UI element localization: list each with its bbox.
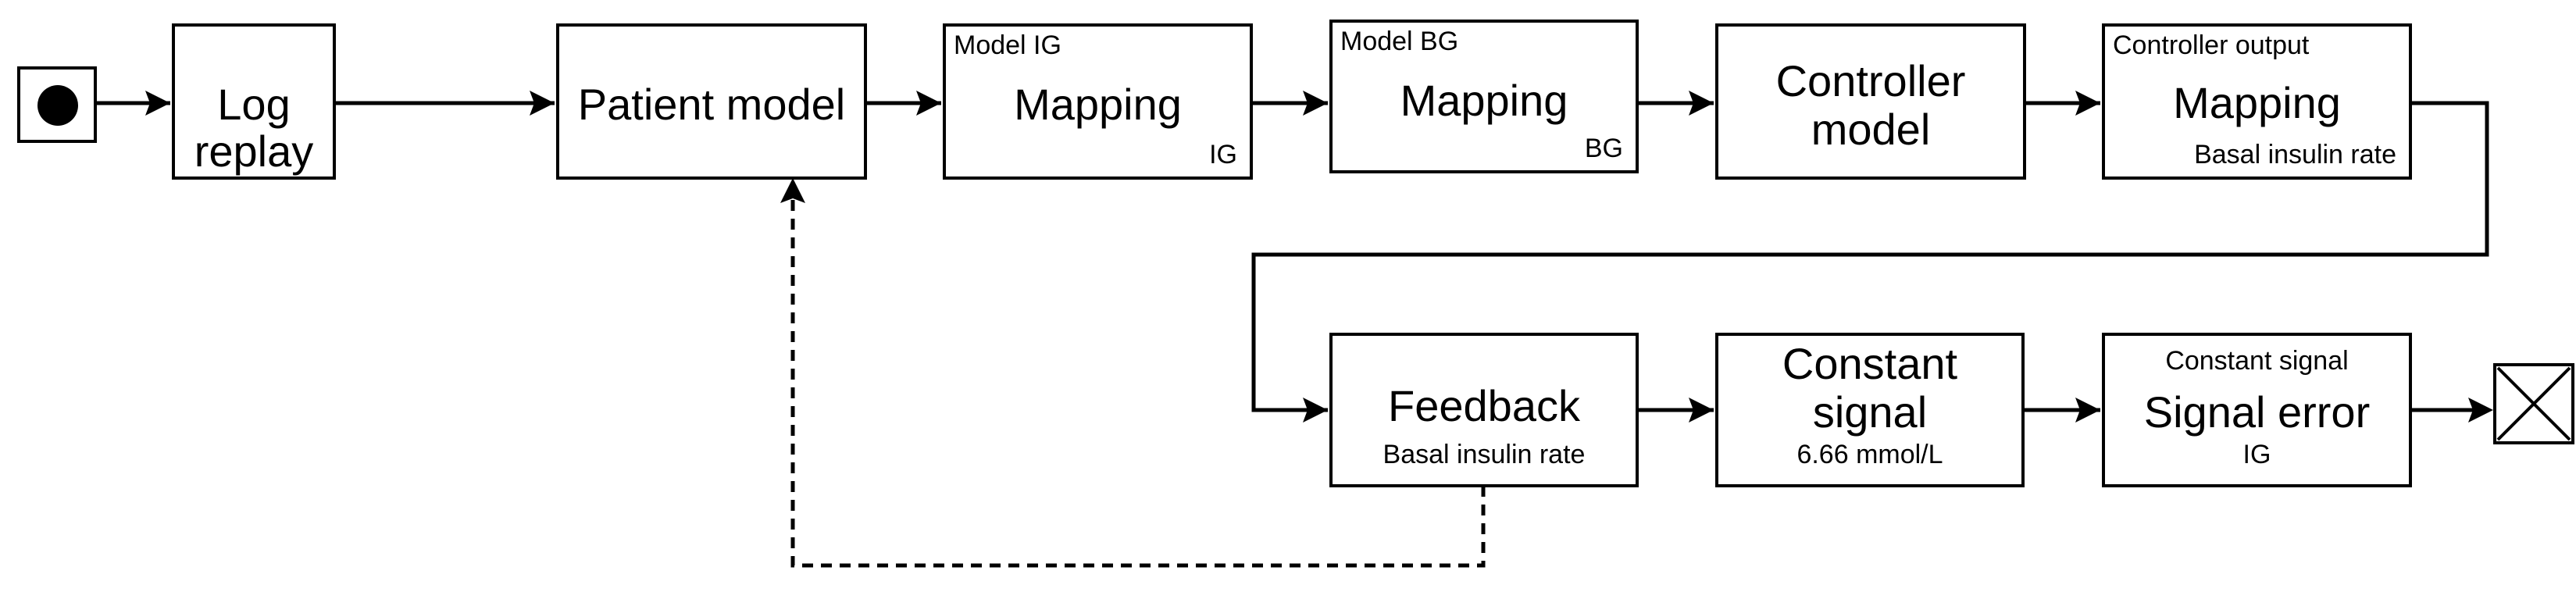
node-signal-error-sub: IG <box>2242 440 2271 469</box>
node-feedback-sub: Basal insulin rate <box>1383 440 1586 469</box>
edge-mapping-controller-to-feedback <box>1251 101 2489 412</box>
node-log-replay: Log replay <box>172 23 336 180</box>
node-feedback: Feedback Basal insulin rate <box>1329 333 1639 487</box>
node-mapping-ig-corner: Model IG <box>954 30 1061 60</box>
node-signal-error-corner: Constant signal <box>2165 346 2349 376</box>
node-constant-signal: Constant signal 6.66 mmol/L <box>1715 333 2025 487</box>
end-cross-icon <box>2496 366 2571 441</box>
node-controller-model-title-line1: Controller <box>1775 56 1966 105</box>
arrowhead-controller-model <box>1689 91 1714 116</box>
node-signal-error: Constant signal Signal error IG <box>2102 333 2412 487</box>
arrowhead-mapping-bg <box>1303 91 1328 116</box>
arrowhead-signal-error <box>2075 398 2100 423</box>
node-constant-signal-title-line1: Constant <box>1782 339 1958 388</box>
arrowhead-constant-signal <box>1689 398 1714 423</box>
node-patient-model-title: Patient model <box>577 80 846 129</box>
end-node <box>2493 363 2574 444</box>
node-constant-signal-title-line2: signal <box>1812 387 1928 437</box>
arrowhead-patient-model <box>530 91 555 116</box>
node-mapping-controller-sub: Basal insulin rate <box>2194 140 2396 169</box>
arrowhead-patient-model-feedback <box>780 178 805 203</box>
node-signal-error-title: Signal error <box>2143 387 2371 437</box>
edge-feedback-to-patient-model-dashed <box>790 192 1486 568</box>
node-controller-model: Controller model <box>1715 23 2026 180</box>
start-dot-icon <box>37 85 78 126</box>
node-mapping-bg: Model BG Mapping BG <box>1329 20 1639 173</box>
node-patient-model: Patient model <box>556 23 867 180</box>
arrowhead-end <box>2468 398 2493 423</box>
node-mapping-ig-title: Mapping <box>1014 80 1182 129</box>
node-log-replay-title: Log replay <box>194 80 314 176</box>
start-node <box>17 66 97 143</box>
node-mapping-bg-sub: BG <box>1584 134 1623 163</box>
node-feedback-title: Feedback <box>1388 381 1580 430</box>
arrowhead-feedback <box>1303 398 1328 423</box>
arrowhead-mapping-ig <box>916 91 941 116</box>
node-mapping-ig: Model IG Mapping IG <box>943 23 1253 180</box>
arrowhead-mapping-controller <box>2075 91 2100 116</box>
node-controller-model-title-line2: model <box>1811 105 1931 154</box>
arrowhead-log-replay <box>145 91 170 116</box>
node-mapping-ig-sub: IG <box>1209 140 1237 169</box>
node-mapping-bg-corner: Model BG <box>1340 27 1459 56</box>
node-mapping-bg-title: Mapping <box>1400 76 1568 125</box>
node-mapping-controller-corner: Controller output <box>2113 30 2310 60</box>
node-mapping-controller: Controller output Mapping Basal insulin … <box>2102 23 2412 180</box>
node-constant-signal-sub: 6.66 mmol/L <box>1796 440 1943 469</box>
node-mapping-controller-title: Mapping <box>2173 78 2341 127</box>
